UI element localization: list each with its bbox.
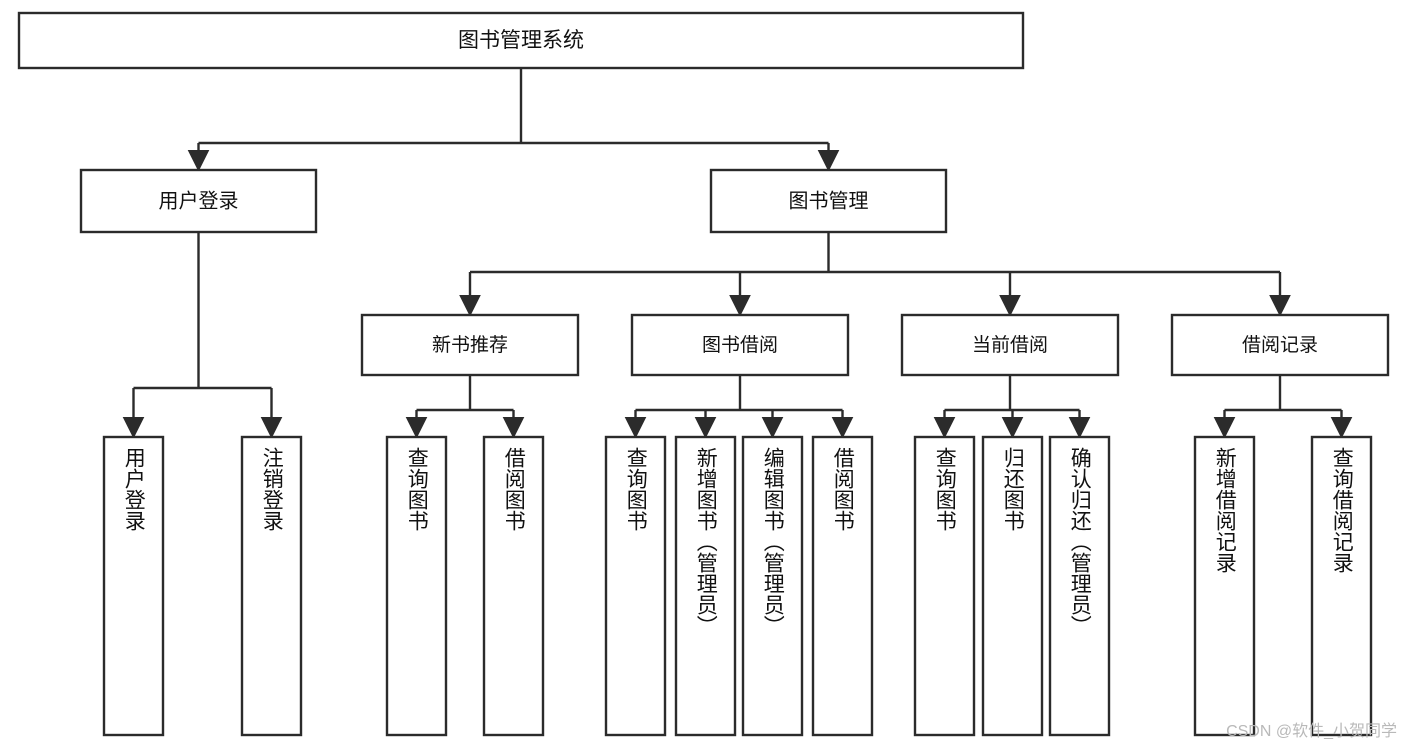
- node-book-borrow-label: 图书借阅: [702, 334, 778, 356]
- node-current-borrow[interactable]: 当前借阅: [900, 313, 1120, 377]
- leaf-edit-book-box[interactable]: [741, 435, 804, 737]
- node-user-login[interactable]: 用户登录: [79, 168, 318, 234]
- leaf-return-book-box[interactable]: [981, 435, 1044, 737]
- watermark-label: CSDN @软件_小贺同学: [1226, 723, 1397, 740]
- node-book-manage[interactable]: 图书管理: [709, 168, 948, 234]
- leaf-confirm-return-box[interactable]: [1048, 435, 1111, 737]
- leaf-user-logout-box[interactable]: [240, 435, 303, 737]
- node-user-login-label: 用户登录: [159, 189, 239, 212]
- node-current-borrow-label: 当前借阅: [972, 334, 1048, 356]
- leaf-query-record-box[interactable]: [1310, 435, 1373, 737]
- node-new-book-recommend-box: [360, 313, 580, 377]
- root-node-box: [17, 11, 1025, 70]
- leaf-query-book-2-box[interactable]: [604, 435, 667, 737]
- leaf-add-book-box[interactable]: [674, 435, 737, 737]
- root-node-label: 图书管理系统: [458, 29, 584, 52]
- leaf-query-book-1-box[interactable]: [385, 435, 448, 737]
- leaf-borrow-book-1-box[interactable]: [482, 435, 545, 737]
- node-borrow-record-label: 借阅记录: [1242, 334, 1318, 356]
- root-node[interactable]: 图书管理系统: [17, 11, 1025, 70]
- node-user-login-box: [79, 168, 318, 234]
- node-book-manage-label: 图书管理: [789, 189, 869, 212]
- connector-layer: [122, 68, 1353, 439]
- leaf-borrow-book-2-box[interactable]: [811, 435, 874, 737]
- node-new-book-recommend-label: 新书推荐: [432, 334, 508, 356]
- leaf-add-record-box[interactable]: [1193, 435, 1256, 737]
- node-book-manage-box: [709, 168, 948, 234]
- leaf-user-login-box[interactable]: [102, 435, 165, 737]
- node-new-book-recommend[interactable]: 新书推荐: [360, 313, 580, 377]
- leaf-query-book-3-box[interactable]: [913, 435, 976, 737]
- node-borrow-record-box: [1170, 313, 1390, 377]
- node-book-borrow-box: [630, 313, 850, 377]
- node-borrow-record[interactable]: 借阅记录: [1170, 313, 1390, 377]
- node-book-borrow[interactable]: 图书借阅: [630, 313, 850, 377]
- node-current-borrow-box: [900, 313, 1120, 377]
